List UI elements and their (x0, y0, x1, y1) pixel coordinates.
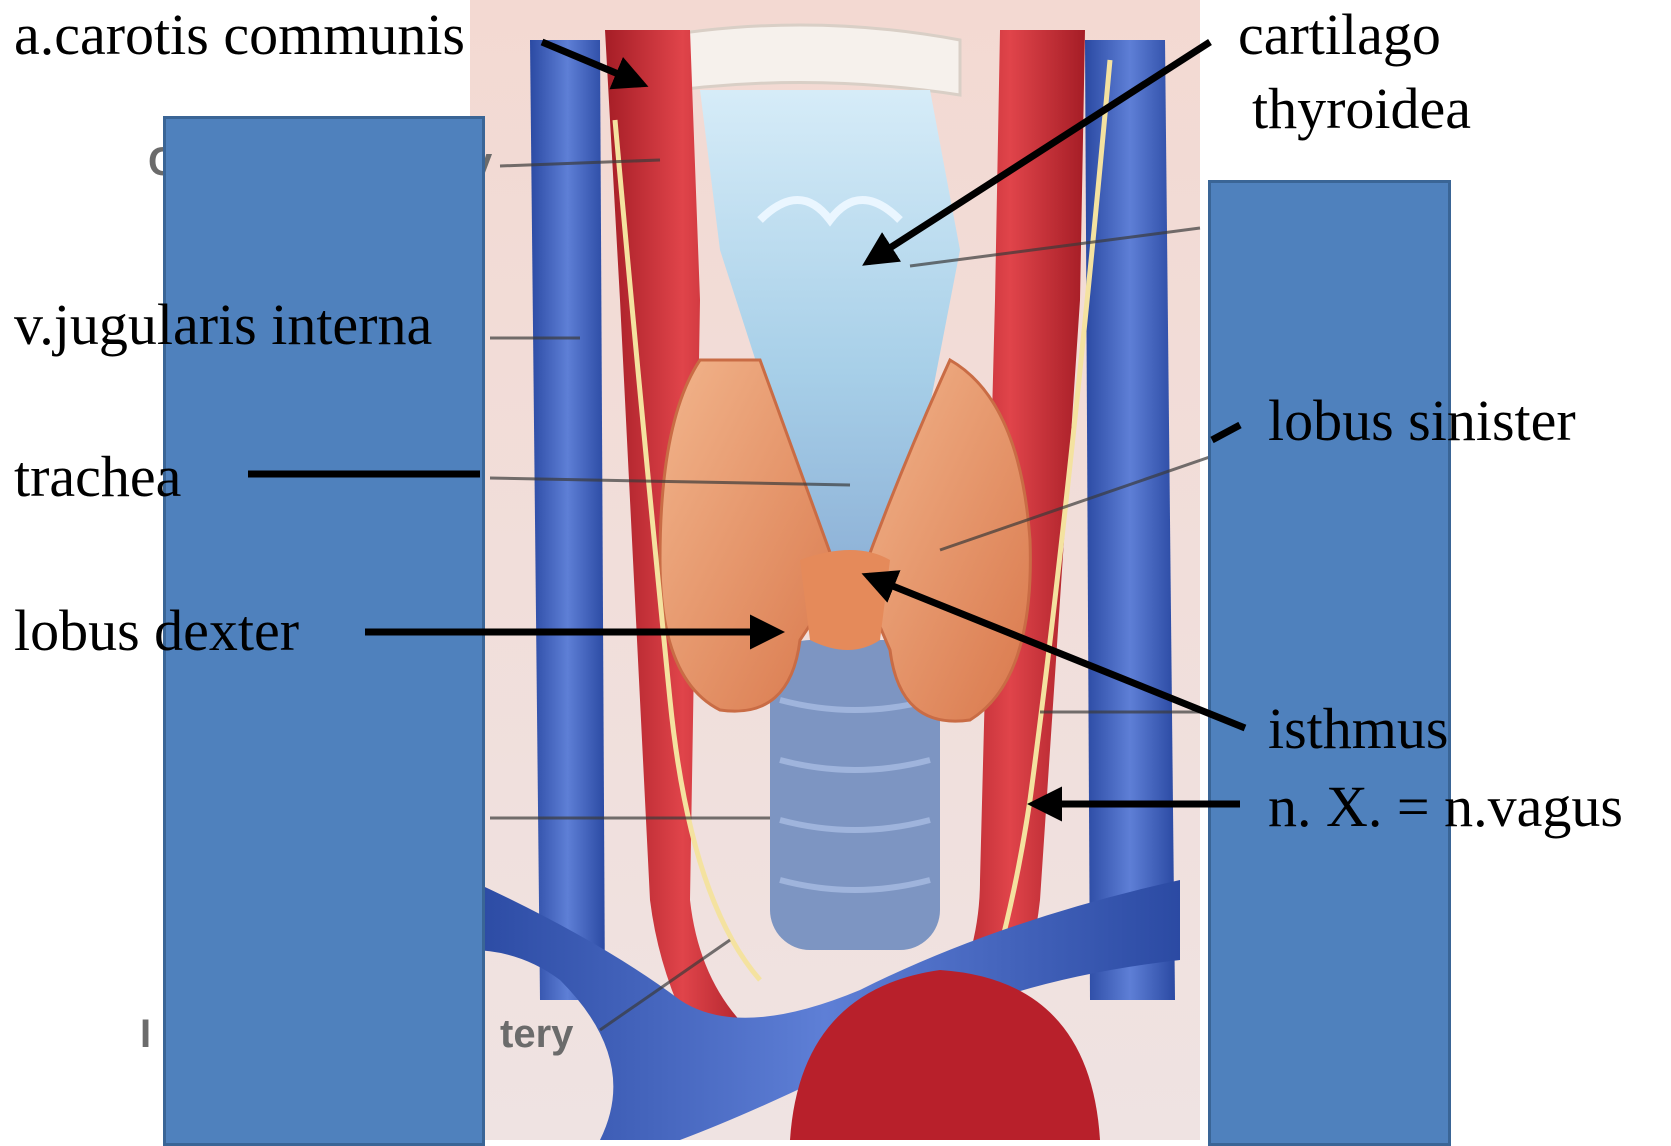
line-lobus-sinister (1212, 425, 1240, 440)
label-jugularis: v.jugularis interna (14, 296, 432, 354)
label-cartilago-line2: thyroidea (1252, 80, 1471, 138)
label-cartilago-line1: cartilago (1238, 6, 1441, 64)
label-lobus-sinister: lobus sinister (1268, 392, 1576, 450)
label-trachea: trachea (14, 448, 181, 506)
label-isthmus: isthmus (1268, 700, 1449, 758)
label-carotis: a.carotis communis (14, 6, 465, 64)
label-lobus-dexter: lobus dexter (14, 602, 299, 660)
arrow-carotis (542, 42, 642, 84)
label-vagus: n. X. = n.vagus (1268, 778, 1623, 836)
arrow-isthmus (868, 576, 1245, 728)
arrow-cartilago (868, 42, 1210, 262)
